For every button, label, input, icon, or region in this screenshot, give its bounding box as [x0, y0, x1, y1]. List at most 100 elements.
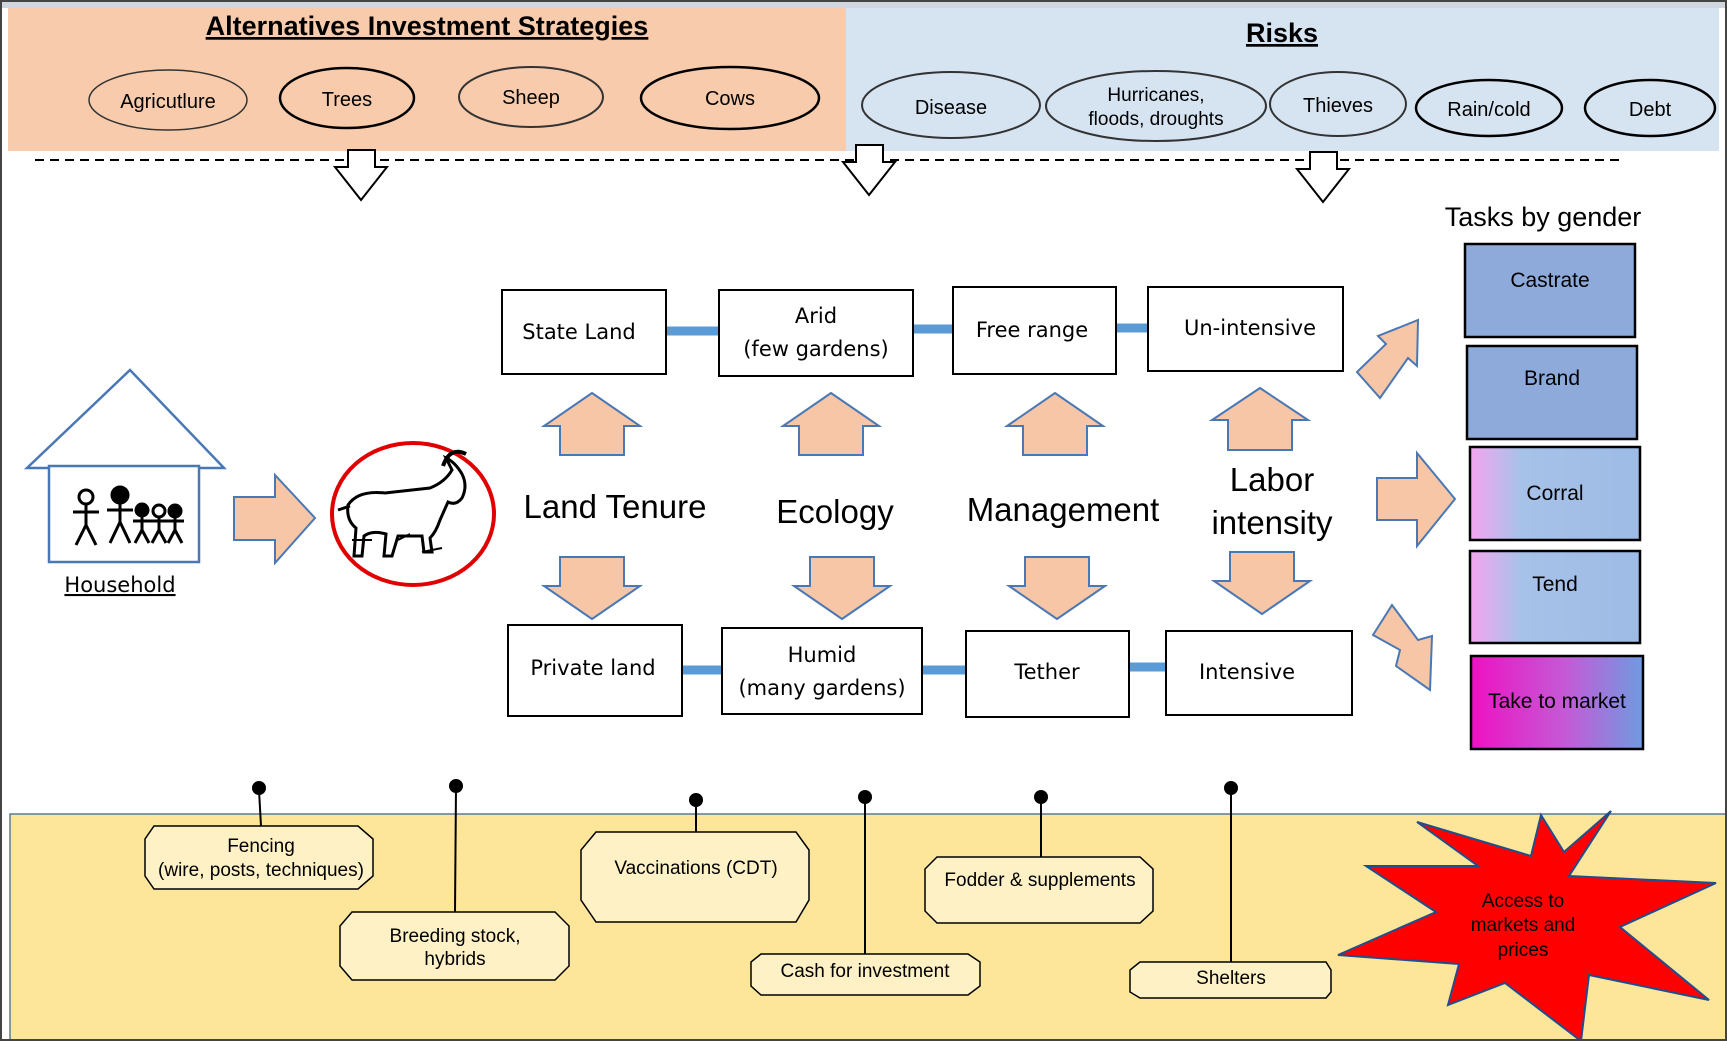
top-frame-bar [0, 0, 1727, 8]
strategy-agriculture: Agricutlure [120, 91, 216, 113]
input-cash: Cash for investment [781, 961, 951, 982]
box-un-intensive [1147, 286, 1344, 372]
input-pins [252, 779, 1238, 962]
task-castrate: Castrate [1510, 269, 1589, 292]
up-arrow-ecology [779, 391, 883, 456]
down-arrow-management [1005, 556, 1109, 621]
label-labor-line2: intensity [1211, 504, 1333, 541]
box-arid [718, 289, 914, 377]
risk-hurricanes-line2: floods, droughts [1088, 109, 1223, 130]
access-line1: Access to [1482, 891, 1564, 912]
strategy-ellipse-agriculture [88, 69, 248, 131]
humid-label-line2: (many gardens) [738, 676, 905, 700]
input-breeding-line2: hybrids [424, 949, 485, 970]
risks-panel: Risks Disease Hurricanes, floods, drough… [846, 8, 1719, 151]
arrow-to-tasks-middle [1376, 450, 1457, 549]
risk-ellipse-disease [861, 71, 1041, 139]
task-market-box [1469, 654, 1645, 751]
down-arrow-risks [1294, 151, 1352, 204]
down-arrow-strategies [332, 149, 390, 202]
strategy-ellipse-trees [278, 66, 416, 130]
strategy-ellipse-cows [639, 65, 821, 131]
box-humid [721, 627, 923, 715]
input-breeding-box [339, 911, 570, 981]
arid-label-line2: (few gardens) [743, 337, 889, 361]
risk-ellipse-debt [1583, 78, 1717, 138]
risk-disease: Disease [915, 97, 987, 119]
bottom-row: Private land Humid (many gardens) Tether… [507, 624, 1353, 718]
down-arrow-ecology [790, 556, 894, 621]
task-brand-box [1465, 344, 1639, 441]
input-fodder-box [924, 856, 1154, 924]
up-arrow-management [1003, 391, 1107, 456]
input-shelters-box [1129, 961, 1332, 999]
down-arrow-land [540, 556, 644, 621]
task-brand: Brand [1524, 367, 1580, 390]
box-private-land [507, 624, 683, 717]
up-arrow-labor [1208, 386, 1312, 451]
task-take-to-market: Take to market [1488, 690, 1626, 713]
arid-label-line1: Arid [795, 304, 837, 328]
input-fencing-line2: (wire, posts, techniques) [158, 860, 364, 881]
risk-ellipse-rain [1414, 78, 1564, 138]
top-row: State Land Arid (few gardens) Free range… [501, 286, 1344, 377]
arrow-to-tasks-upper [1355, 318, 1420, 400]
strategy-ellipse-sheep [458, 66, 604, 128]
strategies-title: Alternatives Investment Strategies [206, 11, 649, 41]
strategy-trees: Trees [322, 89, 372, 111]
input-vaccinations: Vaccinations (CDT) [614, 858, 777, 879]
box-state-land [501, 289, 667, 375]
household-icon [23, 368, 227, 564]
label-management: Management [967, 491, 1160, 528]
risk-hurricanes-line1: Hurricanes, [1107, 85, 1204, 106]
strategies-panel: Alternatives Investment Strategies Agric… [8, 8, 846, 151]
input-cash-box [750, 953, 981, 996]
input-vaccinations-box [580, 831, 810, 923]
strategy-sheep: Sheep [502, 87, 560, 109]
access-line2: markets and [1471, 915, 1576, 936]
goat-icon [330, 441, 496, 587]
access-line3: prices [1498, 940, 1549, 961]
label-land-tenure: Land Tenure [524, 488, 707, 525]
down-arrow-center [840, 144, 898, 197]
label-labor-line1: Labor [1230, 461, 1314, 498]
input-breeding-line1: Breeding stock, [390, 926, 521, 947]
family-figures-icon [73, 485, 184, 546]
task-tend: Tend [1532, 573, 1578, 596]
risk-thieves: Thieves [1303, 95, 1373, 117]
task-castrate-box [1463, 242, 1637, 339]
humid-label-line1: Humid [788, 643, 857, 667]
access-starburst-icon [1337, 810, 1717, 1041]
input-fencing-box [144, 825, 374, 890]
arrow-to-tasks-lower [1371, 603, 1434, 692]
input-fodder: Fodder & supplements [944, 870, 1135, 891]
input-fencing-line1: Fencing [227, 836, 295, 857]
box-intensive [1165, 630, 1353, 716]
private-land-label: Private land [530, 656, 655, 680]
task-corral: Corral [1526, 482, 1583, 505]
state-land-label: State Land [522, 320, 635, 344]
up-arrow-land [540, 391, 644, 456]
task-corral-box [1468, 445, 1642, 542]
tasks-title: Tasks by gender [1445, 202, 1642, 232]
down-arrow-labor [1210, 551, 1314, 616]
risk-rain: Rain/cold [1447, 99, 1530, 121]
risk-ellipse-hurricanes [1045, 70, 1267, 142]
label-ecology: Ecology [776, 493, 894, 530]
box-free-range [952, 286, 1117, 375]
box-tether [965, 630, 1130, 718]
intensive-label: Intensive [1199, 660, 1295, 684]
arrow-household-to-goat [233, 472, 317, 566]
strategy-cows: Cows [705, 88, 755, 110]
free-range-label: Free range [976, 318, 1088, 342]
household-label: Household [64, 573, 175, 597]
input-shelters: Shelters [1196, 968, 1266, 989]
task-tend-box [1468, 549, 1642, 645]
tether-label: Tether [1013, 660, 1080, 684]
risks-title: Risks [1246, 18, 1318, 48]
risk-debt: Debt [1629, 99, 1672, 121]
un-intensive-label: Un-intensive [1184, 316, 1316, 340]
risk-ellipse-thieves [1269, 71, 1407, 137]
